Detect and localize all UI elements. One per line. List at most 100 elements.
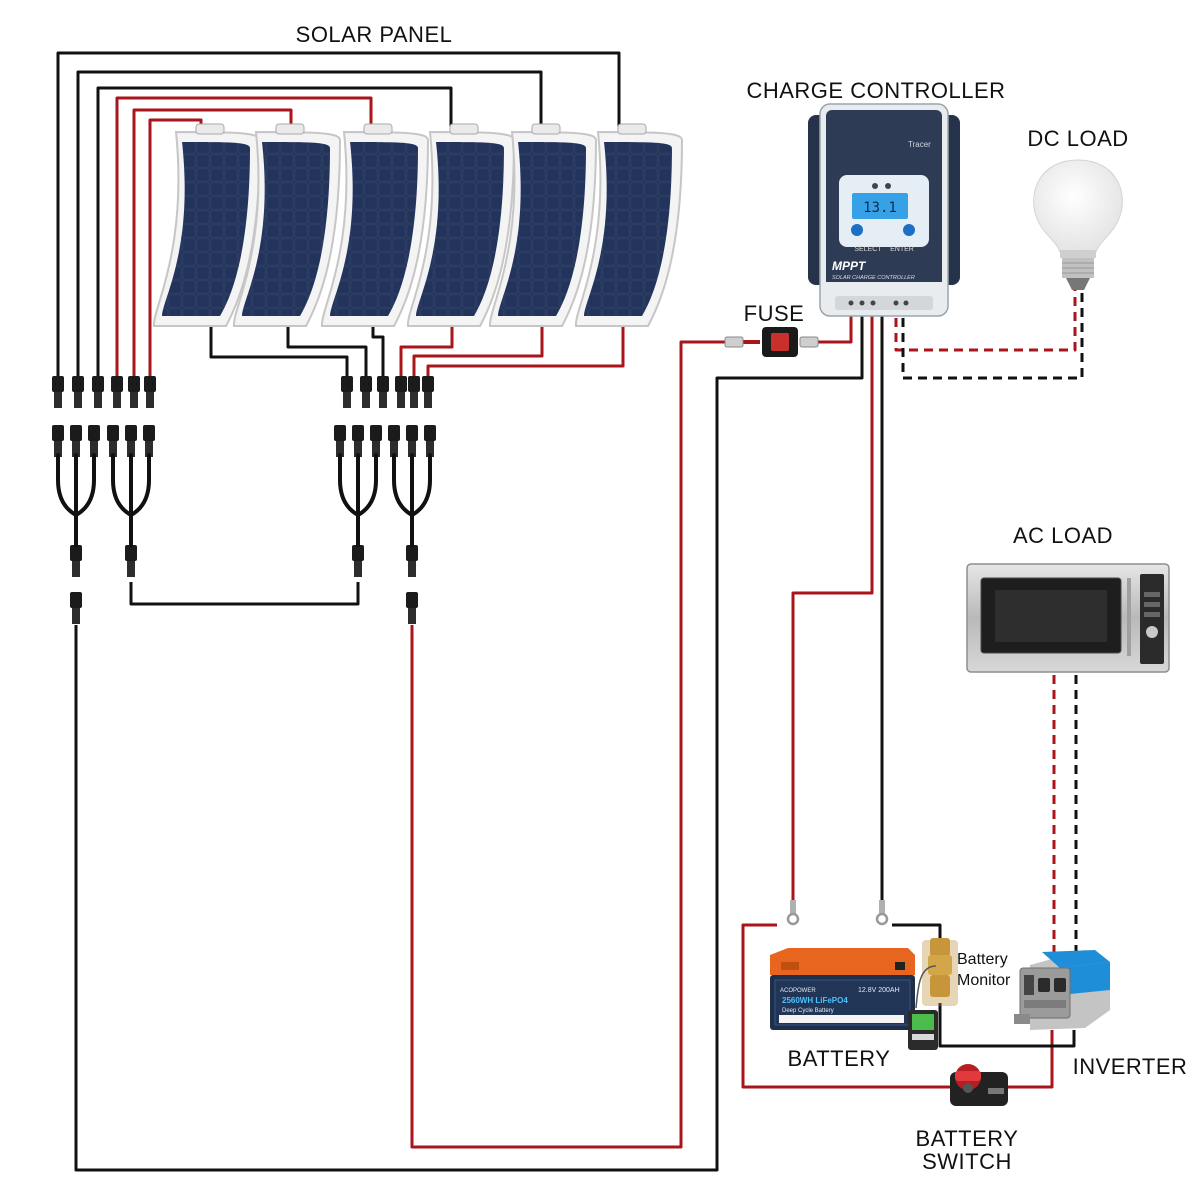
y-branch-input-left-6: [143, 425, 155, 457]
y-branch-input-right-2: [352, 425, 364, 457]
branch-connector-right-pos: [392, 453, 432, 547]
label-battery-monitor-2: Monitor: [957, 972, 1011, 989]
y-branch-input-left-2: [70, 425, 82, 457]
y-branch-input-left-3: [88, 425, 100, 457]
mc4-connector-left-5: [128, 376, 140, 408]
microwave-icon: [966, 563, 1170, 673]
wire-negative-panel-bottom-3: [371, 324, 385, 378]
solar-panel-5: [488, 123, 598, 327]
label-battery: BATTERY: [788, 1046, 891, 1071]
y-branch-output-2: [125, 545, 137, 577]
array-output-connector-1: [70, 592, 82, 624]
mc4-connector-right-4: [395, 376, 407, 408]
label-ac-load: AC LOAD: [1013, 523, 1113, 548]
controller-select-button: [851, 224, 863, 236]
controller-brand: Tracer: [908, 140, 931, 149]
battery-monitor: [908, 938, 958, 1050]
y-branch-input-left-1: [52, 425, 64, 457]
solar-panel-6: [574, 123, 684, 327]
mc4-connector-left-1: [52, 376, 64, 408]
wire-negative-dc-load: [901, 290, 1084, 380]
branch-connector-right-neg: [338, 453, 378, 547]
y-branch-output-1: [70, 545, 82, 577]
wire-negative-array-to-controller: [74, 315, 864, 1172]
label-battery-monitor-1: Battery: [957, 951, 1008, 968]
wire-positive-fuse-to-controller: [818, 315, 853, 344]
mc4-connector-right-3: [377, 376, 389, 408]
battery-type: Deep Cycle Battery: [782, 1008, 834, 1014]
branch-connectors: [56, 453, 432, 547]
solar-panel-1: [152, 123, 262, 327]
mc4-connectors: [52, 376, 436, 624]
wire-positive-panel-5: [132, 108, 293, 378]
mc4-connector-right-5: [408, 376, 420, 408]
mc4-connector-right-2: [360, 376, 372, 408]
wire-positive-battery-to-switch: [741, 923, 953, 1089]
mc4-connector-left-6: [144, 376, 156, 408]
branch-connector-left-pos: [111, 453, 151, 547]
inverter: [1014, 950, 1110, 1030]
wire-negative-panel-3: [96, 86, 453, 378]
battery-brand: ACOPOWER: [780, 988, 816, 994]
wire-positive-panel-bottom-5: [412, 324, 544, 378]
wire-negative-series-link: [129, 582, 360, 606]
wire-negative-panel-bottom-1: [209, 324, 349, 378]
mc4-connector-right-1: [341, 376, 353, 408]
battery-capacity: 2560WH LiFePO4: [782, 996, 848, 1005]
wires: [56, 51, 1084, 1172]
y-branch-input-right-5: [406, 425, 418, 457]
battery: ACOPOWER 12.8V 200AH 2560WH LiFePO4 Deep…: [770, 948, 915, 1030]
solar-panel-3: [320, 123, 430, 327]
controller-enter-button: [903, 224, 915, 236]
branch-connector-left-neg: [56, 453, 96, 547]
label-battery-switch-2: SWITCH: [922, 1149, 1012, 1174]
battery-rating: 12.8V 200AH: [858, 987, 900, 994]
label-dc-load: DC LOAD: [1027, 126, 1128, 151]
solar-panel-array: [152, 123, 684, 327]
wire-positive-array-to-fuse: [410, 340, 742, 1149]
controller-select-label: SELECT: [854, 246, 882, 253]
wire-negative-panel-bottom-2: [286, 324, 368, 378]
y-branch-output-4: [406, 545, 418, 577]
controller-display-screen: [852, 193, 908, 219]
label-battery-switch-1: BATTERY: [916, 1126, 1019, 1151]
wire-positive-dc-load: [894, 290, 1077, 352]
y-branch-input-left-4: [107, 425, 119, 457]
light-bulb-icon: [1033, 159, 1123, 290]
wire-negative-panel-1: [56, 51, 621, 378]
wire-positive-panel-bottom-6: [426, 324, 625, 378]
y-branch-input-right-1: [334, 425, 346, 457]
ring-terminals: [786, 900, 889, 926]
array-output-connector-2: [406, 592, 418, 624]
wire-negative-shunt-to-inverter: [938, 1003, 1076, 1048]
y-branch-output-3: [352, 545, 364, 577]
mc4-connector-left-2: [72, 376, 84, 408]
wire-negative-panel-2: [76, 70, 543, 378]
label-inverter: INVERTER: [1073, 1054, 1188, 1079]
charge-controller: Tracer 13.1 SELECT ENTER MPPT SOLAR CHAR…: [808, 103, 960, 317]
wire-positive-controller-to-battery: [791, 315, 874, 912]
y-branch-input-right-4: [388, 425, 400, 457]
solar-panel-2: [232, 123, 342, 327]
wire-positive-panel-4: [115, 96, 373, 378]
y-branch-input-right-6: [424, 425, 436, 457]
wire-positive-panel-bottom-4: [399, 324, 454, 378]
controller-enter-label: ENTER: [890, 246, 914, 253]
mc4-connector-left-4: [111, 376, 123, 408]
battery-switch: [950, 1064, 1008, 1106]
solar-panel-4: [406, 123, 516, 327]
wire-positive-switch-to-inverter: [1006, 1030, 1054, 1089]
fuse: [724, 327, 819, 357]
label-solar-panel: SOLAR PANEL: [296, 22, 453, 47]
y-branch-input-right-3: [370, 425, 382, 457]
controller-subtitle: SOLAR CHARGE CONTROLLER: [832, 275, 915, 281]
label-charge-controller: CHARGE CONTROLLER: [746, 78, 1005, 103]
label-fuse: FUSE: [744, 301, 805, 326]
controller-mppt: MPPT: [832, 259, 867, 273]
controller-display: 13.1: [863, 200, 897, 216]
mc4-connector-right-6: [422, 376, 434, 408]
y-branch-input-left-5: [125, 425, 137, 457]
mc4-connector-left-3: [92, 376, 104, 408]
